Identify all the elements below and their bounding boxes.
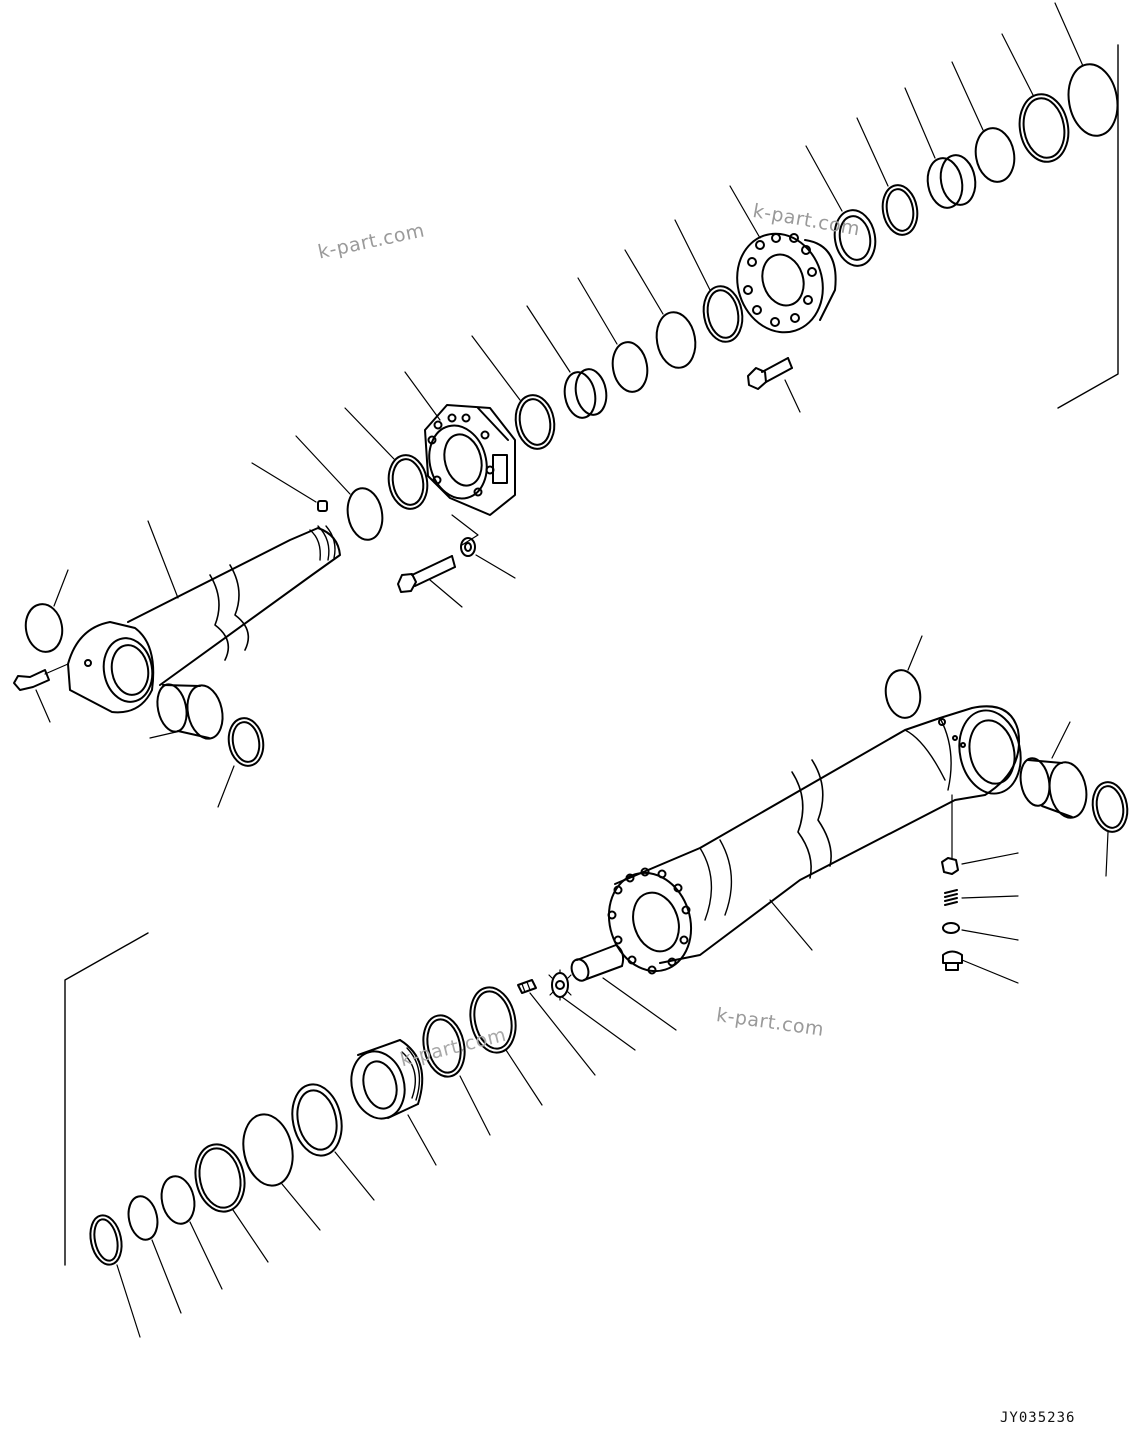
upper-o-ring-b — [624, 249, 697, 369]
upper-backup-ring — [856, 117, 919, 236]
piston-ring-e — [160, 1175, 223, 1290]
set-screw — [517, 979, 596, 1076]
housing-washer — [460, 537, 516, 579]
upper-seal-ring-1 — [1054, 2, 1119, 137]
piston-rod — [127, 520, 341, 686]
drawing-code: JY035236 — [1000, 1410, 1076, 1426]
head-bolt — [747, 357, 801, 413]
piston — [350, 1039, 437, 1166]
upper-snap-ring-b — [577, 277, 649, 393]
rod-housing-block — [404, 371, 516, 546]
upper-seal-c — [471, 335, 556, 450]
piston-ring-c — [242, 1113, 321, 1231]
cylinder-tube — [614, 705, 1020, 964]
piston-wear-ring-a — [469, 986, 543, 1106]
grease-spring — [944, 889, 1019, 906]
upper-frame-bracket — [1057, 44, 1119, 409]
upper-seal-d — [344, 407, 429, 510]
lock-washer — [548, 969, 636, 1051]
rod-eye-bushing — [149, 683, 224, 740]
cylinder-flange — [607, 867, 693, 975]
upper-rod-seal — [805, 145, 877, 267]
upper-seal-ring-2 — [1001, 33, 1070, 163]
piston-pin — [570, 944, 677, 1031]
rod-eye-dust-seal — [217, 717, 265, 808]
piston-seal-b — [291, 1083, 375, 1201]
upper-bushing-sleeve — [904, 87, 977, 209]
piston-ring-g — [89, 1214, 141, 1338]
rod-grease-cap — [251, 462, 328, 512]
grease-cap-bottom — [941, 794, 1019, 875]
bottom-dust-seal — [1091, 781, 1129, 877]
housing-bolt — [397, 555, 463, 608]
piston-seal-ring — [422, 1014, 491, 1136]
rod-eye-snap-ring — [24, 569, 69, 653]
upper-snap-ring — [951, 61, 1016, 183]
grease-plug — [942, 950, 1019, 984]
upper-o-ring-a — [674, 219, 744, 343]
bottom-snap-ring-top — [884, 635, 923, 719]
rod-eye — [67, 621, 155, 714]
grease-fitting-rod — [13, 663, 69, 723]
piston-ring-d — [194, 1143, 269, 1263]
cylinder-head — [729, 185, 837, 334]
upper-snap-ring-d — [295, 435, 384, 541]
bottom-bushing — [1019, 721, 1088, 819]
grease-o-ring — [942, 922, 1019, 941]
upper-bushing-b — [526, 305, 608, 419]
piston-ring-f — [127, 1195, 182, 1314]
lower-frame-bracket — [64, 932, 149, 1266]
cylinder-bottom-eye — [938, 709, 1022, 795]
